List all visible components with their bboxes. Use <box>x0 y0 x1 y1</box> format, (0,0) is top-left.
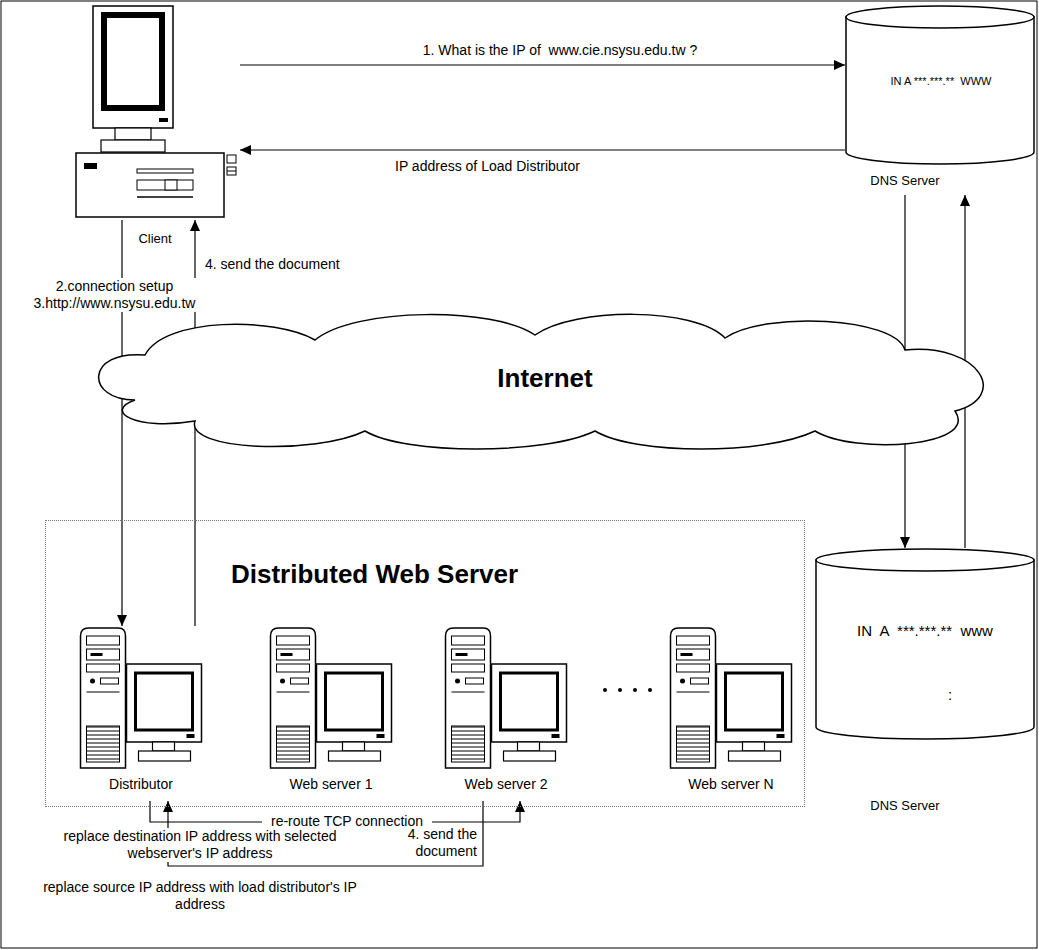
computer-icon <box>266 626 396 771</box>
computer-label: Web server N <box>666 776 796 793</box>
arrow-connector <box>240 149 845 150</box>
client-computer-icon <box>75 5 240 220</box>
ellipsis-dots <box>603 688 652 692</box>
group-title: Distributed Web Server <box>231 559 651 590</box>
computer-label: Web server 1 <box>266 776 396 793</box>
distributor-computer: Distributor <box>76 626 206 801</box>
computer-icon <box>76 626 206 771</box>
web-server-computer: Web server 1 <box>266 626 396 801</box>
web-server-computer: Web server 2 <box>441 626 571 801</box>
arrow-connector <box>240 64 845 65</box>
edge-label: 4. send the document <box>205 256 375 273</box>
cloud-title: Internet <box>75 363 1015 394</box>
dns-record: IN A ***.***.** WWW <box>855 75 1027 88</box>
edge-label: 1. What is the IP of www.cie.nsysu.edu.t… <box>280 42 840 59</box>
internet-cloud: Internet <box>75 305 1015 455</box>
dns-continuation: : <box>940 686 960 704</box>
node-label: DNS Server <box>853 798 957 814</box>
web-server-computer: Web server N <box>666 626 796 801</box>
server-cluster-box: Distributed Web ServerDistributor Web ser… <box>45 520 805 807</box>
node-label: Client <box>120 231 190 247</box>
computer-label: Web server 2 <box>441 776 571 793</box>
database-cylinder <box>815 548 1035 740</box>
edge-label: IP address of Load Distributor <box>395 158 655 175</box>
edge-label: 2.connection setup 3.http://www.nsysu.ed… <box>12 278 217 312</box>
note-text: replace source IP address with load dist… <box>40 879 360 913</box>
dns-server: IN A ***.***.** www:DNS Server <box>815 548 1035 740</box>
note-text: replace destination IP address with sele… <box>40 828 360 862</box>
edge-label: 4. send the document <box>383 826 477 860</box>
computer-label: Distributor <box>76 776 206 793</box>
computer-icon <box>666 626 796 771</box>
dns-server: IN A ***.***.** WWW DNS Server <box>845 5 1035 195</box>
computer-icon <box>441 626 571 771</box>
dns-record: IN A ***.***.** www <box>823 622 1027 640</box>
client-computer: Client <box>75 5 240 220</box>
node-label: DNS Server <box>853 173 957 189</box>
